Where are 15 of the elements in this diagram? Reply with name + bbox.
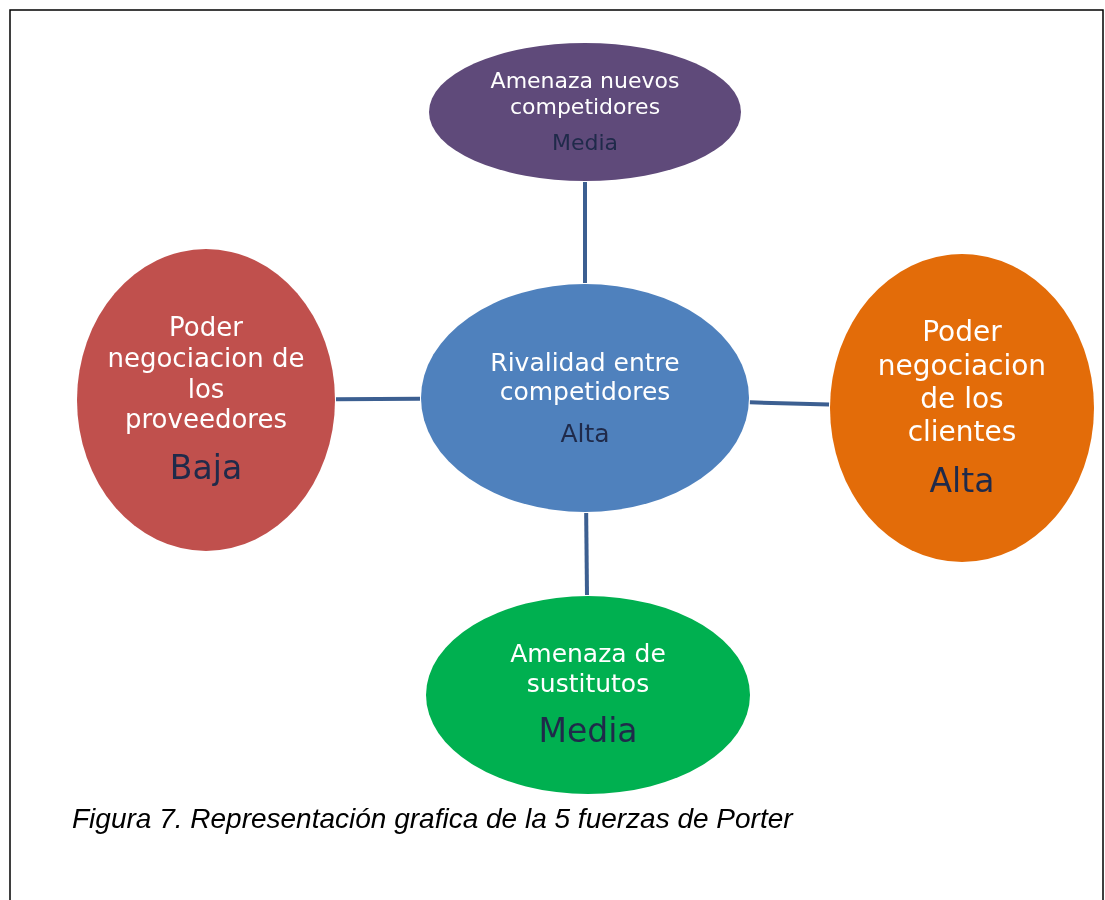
- force-name: Amenaza de sustitutos: [509, 639, 667, 699]
- force-level: Alta: [929, 461, 995, 501]
- force-name: Poder negociacion de los proveedores: [106, 312, 306, 435]
- figure-caption: Figura 7. Representación grafica de la 5 fuerzas de Porter: [72, 803, 793, 835]
- force-name: Amenaza nuevos competidores: [489, 68, 681, 120]
- connector-line: [584, 512, 589, 596]
- force-level: Media: [551, 129, 619, 156]
- force-name: Rivalidad entre competidores: [489, 347, 681, 407]
- connector-line: [749, 400, 830, 407]
- connector-line: [583, 182, 587, 283]
- force-level: Media: [538, 712, 638, 751]
- force-level: Alta: [560, 418, 610, 449]
- force-name: Poder negociacion de los clientes: [876, 315, 1048, 448]
- connector-line: [336, 396, 421, 402]
- force-level: Baja: [169, 448, 243, 488]
